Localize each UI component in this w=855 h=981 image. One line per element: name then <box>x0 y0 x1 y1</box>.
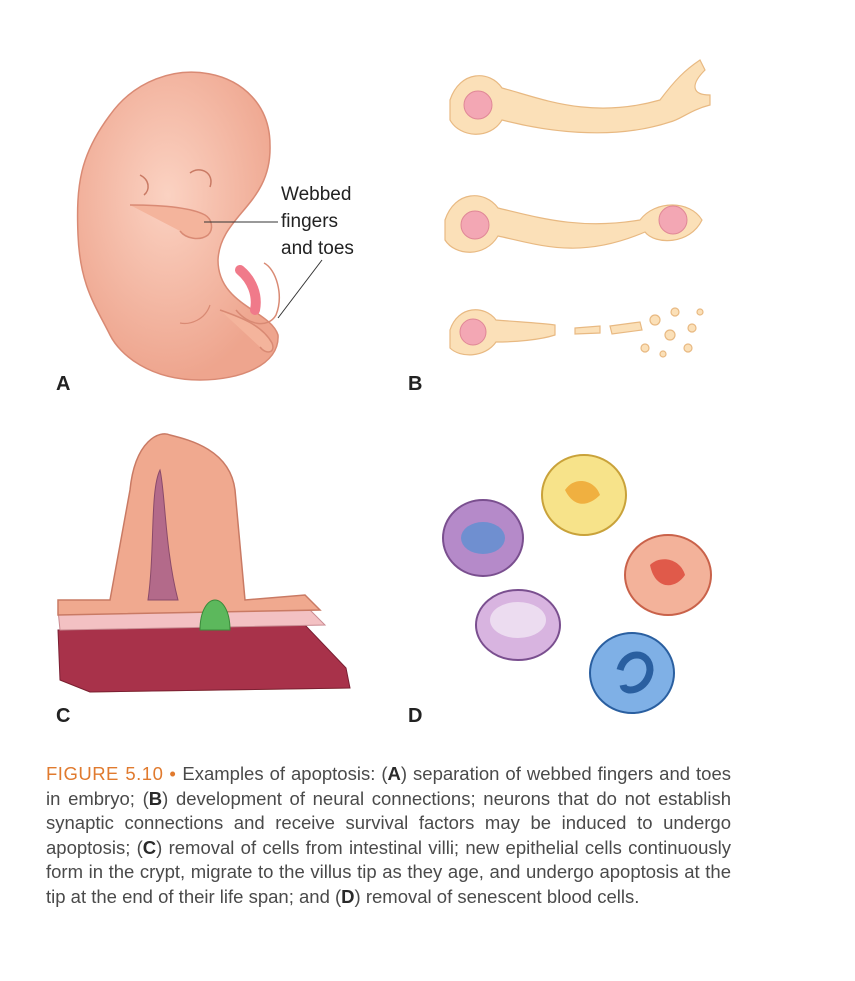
caption-text: Examples of apoptosis: ( <box>176 763 388 784</box>
caption-panel-ref: B <box>148 787 163 809</box>
callout-line-3: and toes <box>281 238 354 259</box>
caption-text: ) removal of senescent blood cells. <box>354 885 640 907</box>
caption-body: Examples of apoptosis: (A) separation of… <box>46 763 731 907</box>
caption-panel-ref: A <box>387 763 401 784</box>
caption-text: ) separation of webbed fingers and toes … <box>46 763 731 809</box>
figure-caption: FIGURE 5.10 • Examples of apoptosis: (A)… <box>46 762 731 910</box>
blood-cells-illustration <box>442 454 712 714</box>
panel-label-b: B <box>408 373 423 395</box>
caption-panel-ref: D <box>341 885 355 907</box>
callout-line-1: Webbed <box>281 184 352 205</box>
caption-panel-ref: C <box>142 836 157 858</box>
panel-label-a: A <box>56 373 71 395</box>
panel-label-d: D <box>408 705 423 727</box>
webbed-fingers-callout: Webbed fingers and toes <box>281 181 354 262</box>
caption-text: ) development of neural connections; neu… <box>46 787 731 858</box>
embryo-illustration <box>76 71 280 381</box>
caption-text: ) removal of cells from intestinal villi… <box>46 836 731 907</box>
neurons-illustration <box>444 59 711 358</box>
panel-label-c: C <box>56 705 71 727</box>
intestinal-villus-illustration <box>57 433 351 693</box>
callout-line-2: fingers <box>281 211 339 232</box>
caption-bullet: • <box>169 763 177 784</box>
callout-leader-lines <box>204 221 323 319</box>
figure-label: FIGURE 5.10 <box>46 763 164 784</box>
